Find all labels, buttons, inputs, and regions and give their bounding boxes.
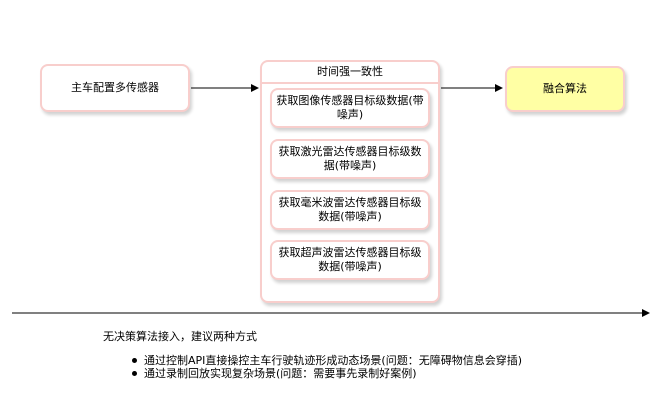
sensor-node-lidar: 获取激光雷达传感器目标级数据(带噪声) (270, 139, 430, 179)
note-bullet-text: 通过录制回放实现复杂场景(问题：需要事先录制好案例) (144, 367, 417, 380)
sensor-node-camera-label: 获取图像传感器目标级数据(带噪声) (276, 94, 424, 121)
note-heading: 无决策算法接入，建议两种方式 (103, 330, 257, 343)
note-bullet-list: 通过控制API直接操控主车行驶轨迹形成动态场景(问题：无障碍物信息会穿插) 通过… (128, 354, 522, 380)
fusion-algorithm-label: 融合算法 (543, 82, 587, 95)
container-title: 时间强一致性 (262, 62, 438, 84)
source-node: 主车配置多传感器 (40, 64, 190, 112)
note-bullet-text: 通过控制API直接操控主车行驶轨迹形成动态场景(问题：无障碍物信息会穿插) (144, 354, 522, 367)
source-node-label: 主车配置多传感器 (71, 81, 159, 94)
sensor-node-ultrasonic-radar: 获取超声波雷达传感器目标级数据(带噪声) (270, 240, 430, 280)
fusion-algorithm-node: 融合算法 (505, 66, 625, 112)
sensor-node-ultrasonic-radar-label: 获取超声波雷达传感器目标级数据(带噪声) (278, 246, 422, 273)
sensor-node-lidar-label: 获取激光雷达传感器目标级数据(带噪声) (278, 145, 422, 172)
sensor-node-mmwave-radar: 获取毫米波雷达传感器目标级数据(带噪声) (270, 190, 430, 230)
sensor-node-camera: 获取图像传感器目标级数据(带噪声) (270, 88, 430, 128)
note-bullet-item: 通过录制回放实现复杂场景(问题：需要事先录制好案例) (128, 367, 522, 380)
sensor-node-mmwave-radar-label: 获取毫米波雷达传感器目标级数据(带噪声) (278, 196, 422, 223)
note-bullet-item: 通过控制API直接操控主车行驶轨迹形成动态场景(问题：无障碍物信息会穿插) (128, 354, 522, 367)
bullet-dot-icon (132, 358, 137, 363)
bullet-dot-icon (132, 371, 137, 376)
